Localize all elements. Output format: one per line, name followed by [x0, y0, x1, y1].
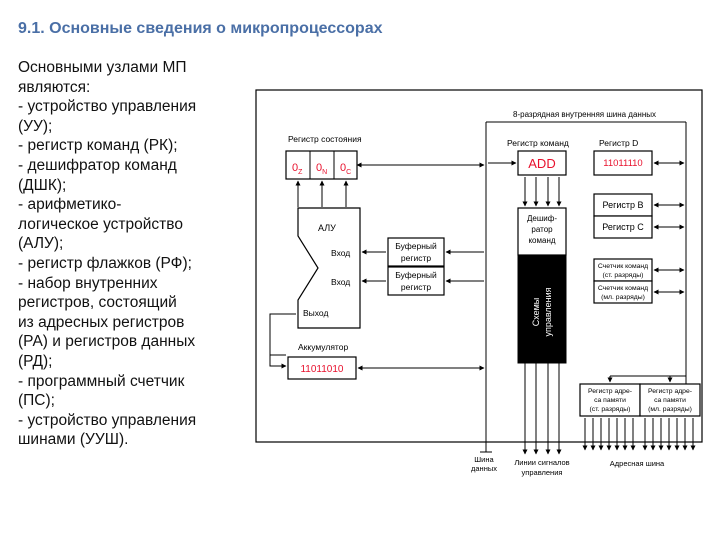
list-line: - регистр команд (РК);	[18, 137, 178, 155]
list-line: - арифметико-	[18, 196, 122, 214]
alu-to-accumulator	[269, 313, 296, 356]
mar-high-line-3: (ст. разряды)	[590, 406, 631, 413]
list-line: - устройство управления	[18, 98, 197, 116]
status-register-label: Регистр состояния	[288, 134, 362, 144]
control-line-2: управления	[543, 287, 553, 336]
buffer-2-line-1: Буферный	[395, 270, 437, 280]
pc-low-line-1: Счетчик команд	[598, 285, 648, 292]
accumulator-value: 11011010	[300, 364, 343, 375]
internal-bus-label: 8-разрядная внутренняя шина данных	[513, 110, 656, 119]
list-line: (АЛУ);	[18, 235, 64, 253]
list-line: шинами (УУШ).	[18, 431, 129, 449]
register-d-value: 11011110	[603, 158, 642, 169]
pc-low-line-2: (мл. разряды)	[601, 294, 645, 301]
page-title: 9.1. Основные сведения о микропроцессора…	[18, 20, 383, 37]
instruction-decoder	[517, 207, 567, 256]
control-unit	[517, 254, 567, 364]
list-line: (РА) и регистров данных	[18, 333, 196, 351]
address-bus-lines	[582, 418, 696, 451]
instruction-register	[517, 150, 567, 176]
mar-low-line-1: Регистр адре-	[648, 388, 692, 395]
data-bus-label-2: данных	[471, 464, 497, 473]
list-line: (РД);	[18, 352, 53, 370]
ir-decoder-wires	[522, 177, 562, 207]
accumulator-feed	[269, 355, 283, 367]
flag-c: 0C	[340, 162, 351, 176]
chip-frame	[255, 89, 703, 443]
pc-high-line-1: Счетчик команд	[598, 263, 648, 270]
components-list: Основными узлами МП являются: - устройст…	[18, 58, 238, 450]
mar-high-line-2: са памяти	[594, 397, 626, 404]
list-line: (ДШК);	[18, 176, 67, 194]
register-d-label: Регистр D	[599, 138, 638, 148]
decoder-line-1: Дешиф-	[527, 214, 557, 223]
mar-high	[579, 383, 641, 417]
mar-low	[639, 383, 701, 417]
control-line-1: Схемы	[531, 298, 541, 327]
register-b-label: Регистр B	[602, 200, 643, 210]
list-line: - регистр флажков (РФ);	[18, 254, 192, 272]
alu-input-2: Вход	[331, 277, 350, 287]
buffer-register-1	[387, 237, 445, 267]
list-line: (ПС);	[18, 392, 55, 410]
control-lines-label-2: управления	[522, 468, 563, 477]
flag-z: 0Z	[292, 162, 303, 176]
register-d	[593, 150, 653, 176]
alu-block	[297, 207, 361, 329]
list-line: регистров, состоящий	[18, 294, 177, 312]
control-lines-label-1: Линии сигналов	[514, 458, 569, 467]
decoder-line-2: ратор	[531, 225, 553, 234]
list-line: являются:	[18, 78, 91, 96]
buffer-1-line-2: регистр	[401, 253, 431, 263]
list-line: Основными узлами МП	[18, 59, 187, 76]
alu-label: АЛУ	[318, 223, 336, 233]
register-c	[593, 215, 653, 239]
buffer-2-line-2: регистр	[401, 282, 431, 292]
flag-n: 0N	[316, 162, 327, 176]
mar-low-line-2: са памяти	[654, 397, 686, 404]
address-bus-label: Адресная шина	[610, 459, 665, 468]
alu-output: Выход	[303, 308, 328, 318]
program-counter-low	[593, 280, 653, 304]
alu-input-1: Вход	[331, 248, 350, 258]
status-register	[285, 150, 358, 180]
accumulator	[287, 356, 357, 380]
list-line: - набор внутренних	[18, 274, 158, 292]
control-signal-lines	[522, 363, 562, 455]
mar-low-line-3: (мл. разряды)	[648, 406, 692, 413]
list-line: (УУ);	[18, 117, 53, 135]
buffer-register-2	[387, 266, 445, 296]
mar-high-line-1: Регистр адре-	[588, 388, 632, 395]
decoder-line-3: команд	[528, 236, 555, 245]
instruction-register-label: Регистр команд	[507, 138, 569, 148]
accumulator-label: Аккумулятор	[298, 342, 348, 352]
list-line: - дешифратор команд	[18, 156, 177, 174]
register-c-label: Регистр C	[602, 222, 644, 232]
data-bus-label-1: Шина	[474, 455, 494, 464]
pc-high-line-2: (ст. разряды)	[603, 272, 644, 279]
instruction-register-value: ADD	[528, 156, 555, 171]
list-line: логическое устройство	[18, 215, 183, 233]
buffer-1-line-1: Буферный	[395, 241, 437, 251]
list-line: из адресных регистров	[18, 313, 185, 331]
list-line: - устройство управления	[18, 411, 197, 429]
list-line: - программный счетчик	[18, 372, 185, 390]
